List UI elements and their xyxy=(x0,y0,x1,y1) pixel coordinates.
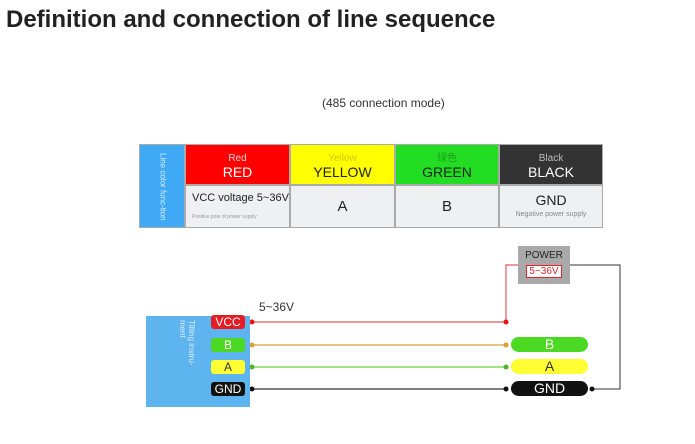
function-b: B xyxy=(395,185,499,228)
node-gnd-right xyxy=(503,386,509,392)
function-a: A xyxy=(290,185,395,228)
header-red: Red RED xyxy=(185,144,290,185)
function-tiny: Positive pole of power supply xyxy=(192,214,257,220)
node-a-left xyxy=(249,364,255,370)
node-gnd-left xyxy=(249,386,255,392)
node-b-right xyxy=(503,342,509,348)
power-supply: POWER 5~36V xyxy=(518,246,570,284)
page-title: Definition and connection of line sequen… xyxy=(6,6,496,33)
terminal-a: A xyxy=(511,359,588,374)
connection-mode-label: (485 connection mode) xyxy=(322,96,445,110)
function-main: B xyxy=(441,198,452,215)
function-main: A xyxy=(337,198,348,215)
header-sub: 绿色 xyxy=(437,153,457,164)
header-black: Black BLACK xyxy=(499,144,603,185)
terminal-gnd: GND xyxy=(511,381,588,396)
node-vcc-left xyxy=(249,319,255,325)
header-name: YELLOW xyxy=(313,164,372,180)
line-sequence-table: Line color func-tion Red RED Yellow YELL… xyxy=(139,144,603,228)
header-sub: Yellow xyxy=(328,153,357,164)
pin-gnd: GND xyxy=(211,382,245,396)
pin-a: A xyxy=(211,360,245,374)
header-name: RED xyxy=(222,164,253,180)
header-name: GREEN xyxy=(422,164,472,180)
function-main: VCC voltage 5~36V xyxy=(192,192,289,204)
tilting-instrument-label: Tilting instru-ment xyxy=(178,320,196,366)
function-tiny: Negative power supply xyxy=(515,211,587,218)
node-b-left xyxy=(249,342,255,348)
line-color-function-label: Line color func-tion xyxy=(158,153,168,221)
header-sub: Red xyxy=(228,153,247,164)
power-voltage: 5~36V xyxy=(526,265,562,278)
terminal-b: B xyxy=(511,337,588,352)
header-green: 绿色 GREEN xyxy=(395,144,499,185)
pin-b: B xyxy=(211,338,245,352)
header-name: BLACK xyxy=(528,164,574,180)
pin-vcc: VCC xyxy=(211,315,245,329)
function-vcc: VCC voltage 5~36V Positive pole of power… xyxy=(185,185,290,228)
voltage-label: 5~36V xyxy=(259,300,295,314)
node-a-right xyxy=(503,364,509,370)
function-gnd: GND Negative power supply xyxy=(499,185,603,228)
function-main: GND xyxy=(535,192,567,208)
wire-power-return xyxy=(570,264,621,390)
wire-vcc xyxy=(252,264,518,323)
header-yellow: Yellow YELLOW xyxy=(290,144,395,185)
power-title: POWER xyxy=(525,250,563,261)
node-gnd-return xyxy=(589,386,595,392)
table-row-label-cell: Line color func-tion xyxy=(139,144,185,228)
header-sub: Black xyxy=(538,153,564,164)
node-vcc-right xyxy=(503,319,509,325)
